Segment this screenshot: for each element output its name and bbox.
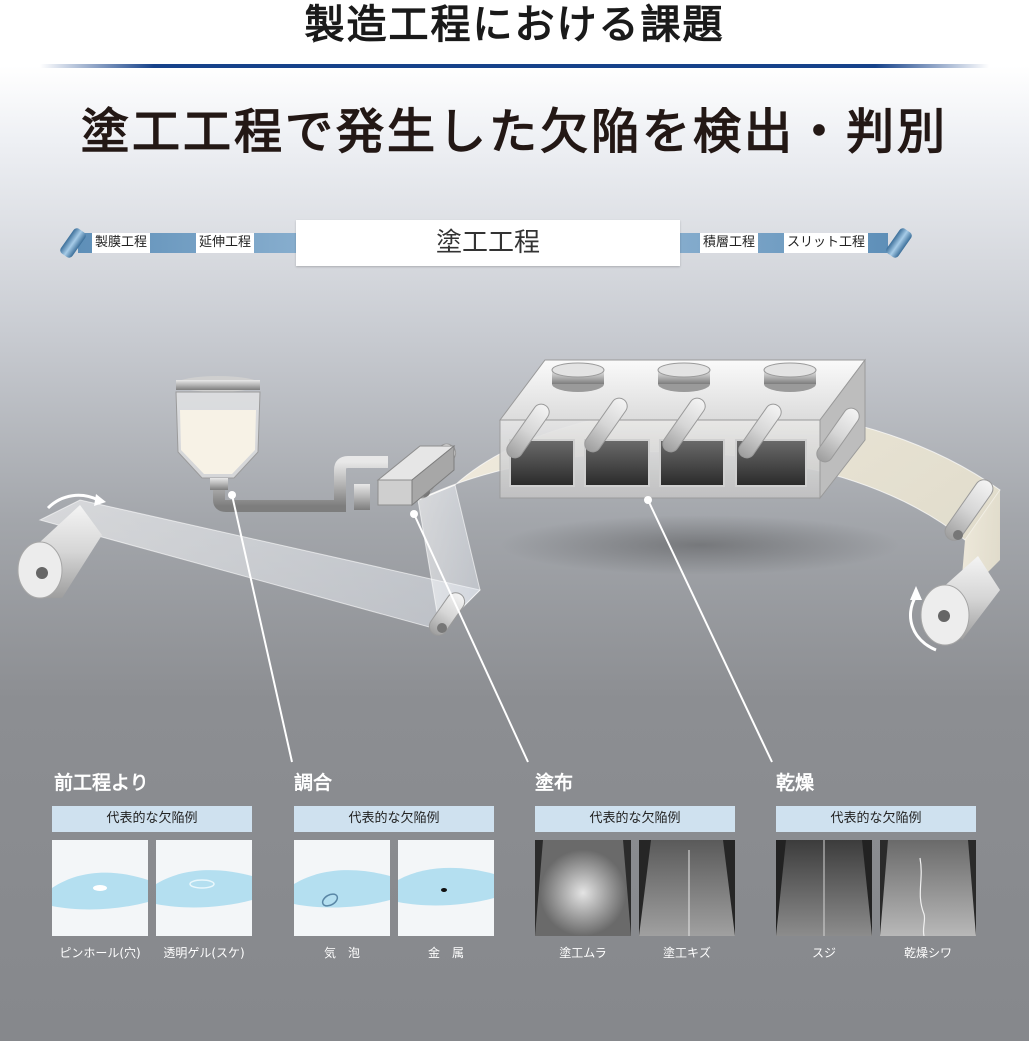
defect-image-bubble (294, 840, 390, 936)
defect-image-pinhole (52, 840, 148, 936)
step-coating-current: 塗工工程 (296, 220, 680, 266)
caption-coating-unevenness: 塗工ムラ (559, 946, 607, 960)
defect-examples-band: 代表的な欠陥例 (294, 806, 494, 832)
section-title-previous-process: 前工程より (54, 772, 149, 794)
defect-image-transparent-gel (156, 840, 252, 936)
defect-examples-band: 代表的な欠陥例 (535, 806, 735, 832)
title-underline (40, 64, 989, 68)
section-title-drying: 乾燥 (776, 772, 815, 794)
defect-image-coating-unevenness (535, 840, 631, 936)
caption-streak: スジ (811, 946, 836, 960)
defect-examples-band: 代表的な欠陥例 (776, 806, 976, 832)
caption-coating-scratch: 塗工キズ (662, 946, 711, 960)
step-laminating: 積層工程 (700, 233, 759, 253)
defect-image-drying-wrinkle (880, 840, 976, 936)
defect-image-streak (776, 840, 872, 936)
rotation-arrow-icon (909, 595, 937, 652)
roll-icon (884, 226, 914, 260)
defect-image-metal (398, 840, 494, 936)
defect-examples-band: 代表的な欠陥例 (52, 806, 252, 832)
rotation-arrow-icon (46, 493, 99, 510)
step-film-forming: 製膜工程 (92, 233, 151, 253)
page-title: 製造工程における課題 (304, 2, 725, 48)
defect-image-coating-scratch (639, 840, 735, 936)
caption-metal: 金 属 (427, 946, 464, 960)
section-title-coating: 塗布 (535, 772, 574, 794)
step-slitting: スリット工程 (784, 233, 869, 253)
coating-machine-illustration (17, 358, 1001, 763)
section-title-mixing: 調合 (294, 772, 333, 794)
caption-bubble: 気 泡 (323, 946, 360, 960)
caption-transparent-gel: 透明ゲル(スケ) (163, 946, 245, 960)
caption-drying-wrinkle: 乾燥シワ (903, 946, 952, 960)
step-stretching: 延伸工程 (196, 233, 255, 253)
caption-pinhole: ピンホール(穴) (59, 946, 141, 960)
main-heading: 塗工工程で発生した欠陥を検出・判別 (80, 104, 948, 160)
